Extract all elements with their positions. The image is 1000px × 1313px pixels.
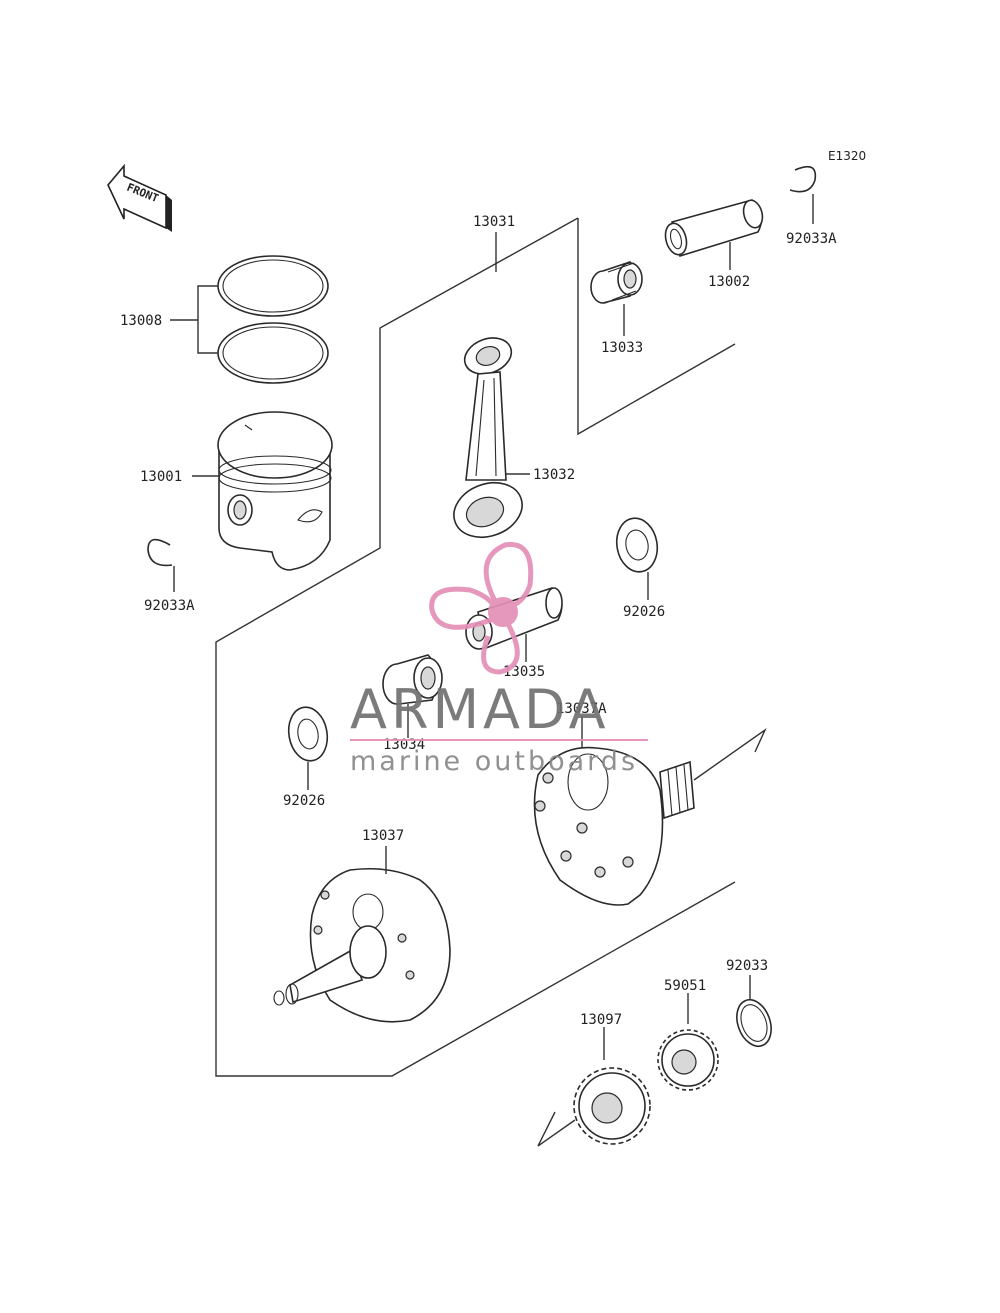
circlip-right: [789, 165, 817, 224]
piston-pin: [664, 199, 764, 270]
label-59051: 59051: [664, 978, 706, 994]
big-end-bearing: [382, 654, 443, 738]
thrust-washer-left: [287, 706, 329, 790]
label-92033: 92033: [726, 958, 768, 974]
front-arrow-icon: FRONT: [107, 163, 172, 232]
gear-large: [537, 1027, 651, 1147]
watermark-tagline: marine outboards: [350, 746, 638, 777]
label-13002: 13002: [708, 274, 750, 290]
propeller-logo-icon: [429, 542, 534, 675]
label-13037A: 13037A: [556, 701, 607, 717]
label-13033: 13033: [601, 340, 643, 356]
label-13097: 13097: [580, 1012, 622, 1028]
crankshaft-left: [273, 846, 451, 1023]
circlip-left: [147, 538, 175, 592]
label-92033A-left: 92033A: [144, 598, 195, 614]
label-13001: 13001: [140, 469, 182, 485]
assembly-frame: [215, 217, 736, 1077]
label-92033A-right: 92033A: [786, 231, 837, 247]
gear-small: [657, 993, 719, 1091]
label-92026-left: 92026: [283, 793, 325, 809]
piston-rings: [170, 255, 329, 384]
label-13032: 13032: [533, 467, 575, 483]
label-13037: 13037: [362, 828, 404, 844]
label-13031: 13031: [473, 214, 515, 230]
label-92026-right: 92026: [623, 604, 665, 620]
thrust-washer-right: [615, 517, 659, 600]
crankshaft-right: [533, 716, 767, 906]
connecting-rod: [453, 337, 530, 539]
label-13008: 13008: [120, 313, 162, 329]
diagram-code: E1320: [828, 149, 866, 163]
piston: [192, 411, 333, 571]
watermark-brand: ARMADA: [350, 678, 610, 741]
small-end-bearing: [590, 261, 643, 336]
circlip-gear: [736, 975, 772, 1048]
armada-watermark: ARMADA marine outboards: [350, 542, 648, 777]
